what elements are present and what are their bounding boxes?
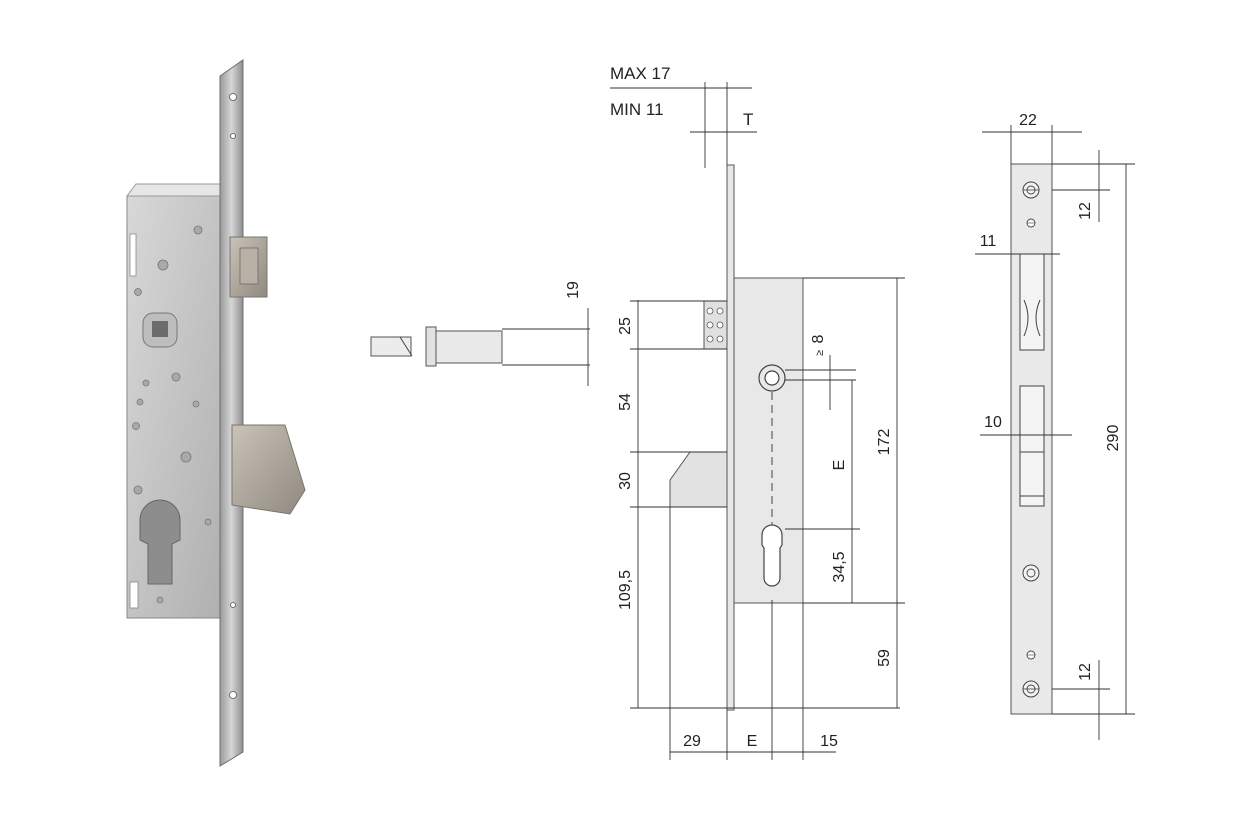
front-latch-rollers — [1023, 299, 1041, 337]
dim-e-vertical-label: E — [831, 460, 848, 471]
lock-latch — [229, 236, 268, 298]
lock-hook-bolt — [231, 424, 306, 515]
t-label: T — [743, 110, 753, 129]
dim-11-label: 11 — [980, 233, 997, 250]
front-screw-middle — [1022, 564, 1040, 582]
front-latch-window — [1019, 253, 1045, 351]
dim-12-bottom-label: 12 — [1077, 663, 1094, 681]
spindle-square — [152, 321, 168, 337]
case-slot-top — [129, 233, 137, 277]
side-view-drawing: MAX 17 MIN 11 T 25 54 30 10 — [610, 64, 905, 760]
lock-faceplate — [219, 59, 244, 767]
side-hook-bolt — [669, 451, 728, 508]
dim-59-label: 59 — [876, 649, 893, 667]
spindle-tip-bevel — [399, 336, 413, 357]
dim-54-label: 54 — [617, 393, 634, 411]
dim-e-horizontal-label: E — [747, 733, 758, 750]
cylinder-cutout — [139, 499, 181, 585]
lock-photo — [126, 59, 306, 767]
dim-172-label: 172 — [876, 429, 893, 456]
dim-30-label: 30 — [617, 472, 634, 490]
side-faceplate — [726, 164, 735, 711]
side-cylinder-hole — [761, 524, 783, 587]
dim-8-symbol: ≥ — [814, 350, 826, 356]
front-hook-window — [1019, 385, 1045, 507]
min-label: MIN 11 — [610, 100, 664, 119]
lower-slot — [129, 581, 139, 609]
front-view-drawing: 22 12 11 10 290 12 — [975, 112, 1135, 740]
dim-15-label: 15 — [820, 733, 838, 750]
dim-8-label: 8 — [810, 334, 827, 343]
dim-22-label: 22 — [1019, 112, 1037, 129]
spindle-tip — [370, 336, 412, 357]
dim-109-label: 109,5 — [617, 570, 634, 610]
dim-34-label: 34,5 — [831, 551, 848, 582]
lock-case-top — [126, 183, 229, 197]
latch-inner — [239, 247, 259, 285]
dim-290-label: 290 — [1105, 425, 1122, 452]
spindle-body — [435, 330, 503, 364]
max-label: MAX 17 — [610, 64, 670, 83]
lock-case-body — [126, 195, 221, 619]
faceplate-holes — [229, 93, 237, 699]
spindle-collar — [425, 326, 437, 367]
dim-19-label: 19 — [565, 281, 582, 299]
dim-12-top-label: 12 — [1077, 202, 1094, 220]
dim-25-label: 25 — [617, 317, 634, 335]
spindle-drawing: 19 — [370, 281, 590, 386]
case-rivets — [132, 225, 212, 604]
dim-29-label: 29 — [683, 733, 701, 750]
latch-holes — [706, 307, 724, 343]
dim-10-label: 10 — [984, 414, 1002, 431]
side-spindle-hole — [764, 370, 780, 386]
